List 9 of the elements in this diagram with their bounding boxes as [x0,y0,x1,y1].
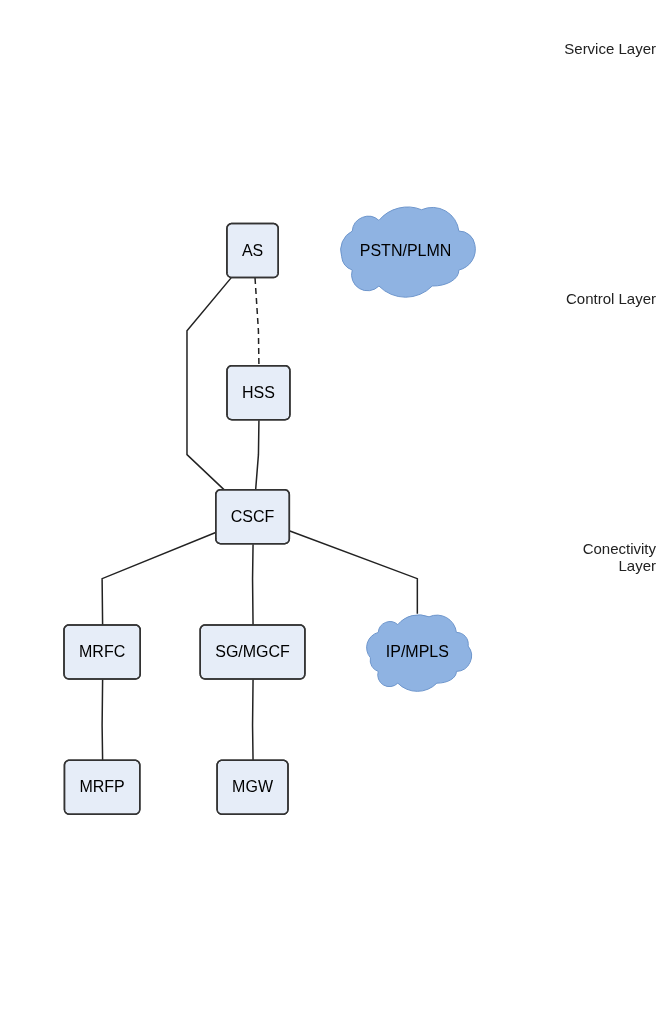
connector [252,678,255,762]
layer-label: Service Layer [563,40,656,57]
connector [186,277,233,491]
connector [101,678,104,762]
connector [289,530,419,615]
layer-label: Conectivity Layer [581,540,656,574]
connector [254,277,260,367]
connector [255,419,260,491]
layer-label: Control Layer [564,290,656,307]
